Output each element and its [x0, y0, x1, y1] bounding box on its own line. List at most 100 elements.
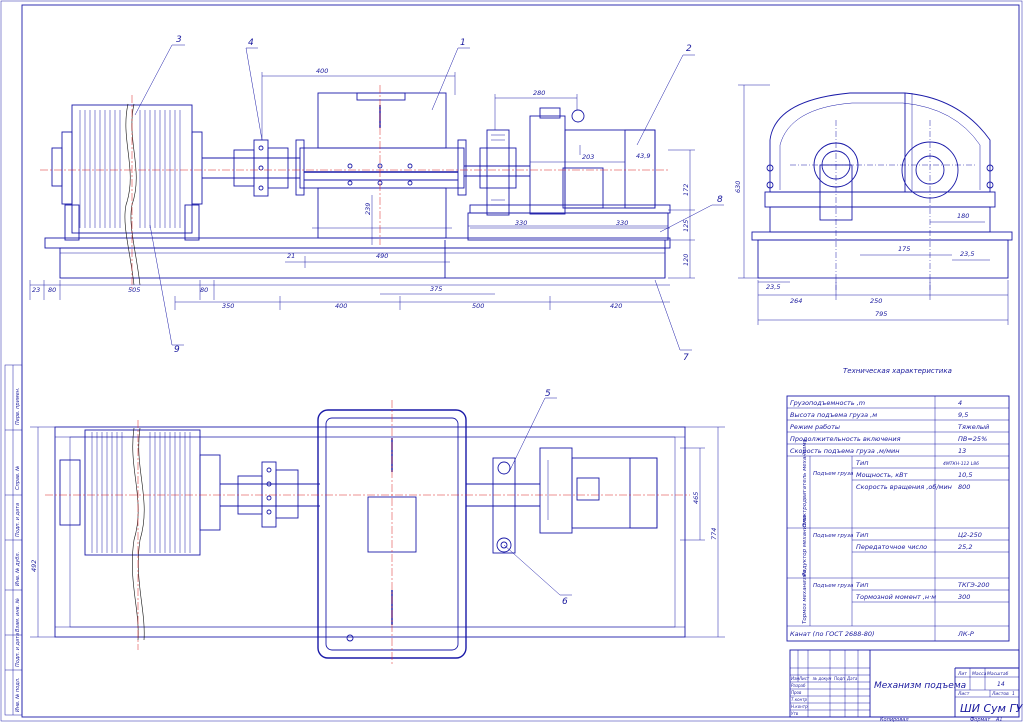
tb-role: Разраб: [791, 683, 806, 688]
sheet-label: Лист: [957, 691, 970, 697]
spec-group: Редуктор механизма: [802, 515, 808, 576]
callout-4: 4: [248, 38, 254, 48]
callout-3: 3: [176, 35, 182, 45]
sheet-code: 14: [997, 681, 1005, 688]
plan-view: 465 774 492 5 6: [30, 389, 725, 665]
spec-label: Мощность, кВт: [856, 471, 908, 479]
spec-group: Электродвигатель механизма: [802, 439, 808, 528]
stamp-label: Подп. и дата: [15, 633, 21, 667]
spec-label: Высота подъема груза ,м: [790, 411, 877, 419]
dim-label: 43,9: [636, 152, 650, 160]
spec-label: Тип: [856, 581, 868, 589]
spec-label: Скорость подъема груза ,м/мин: [790, 447, 900, 455]
spec-value: ПВ=25%: [958, 435, 987, 443]
dim-label: 80: [200, 286, 208, 294]
sheets-label: Листов: [991, 691, 1009, 697]
dim-label: 505: [128, 286, 140, 294]
spec-value: ТКГЭ-200: [958, 581, 990, 589]
stamp-label: Инв. № подл.: [15, 678, 21, 713]
callout-5: 5: [545, 389, 551, 399]
spec-sub: Подъем груза: [813, 583, 854, 589]
callout-1: 1: [460, 38, 466, 48]
spec-value: 800: [958, 483, 970, 491]
stamp-label: Взам. инв. №: [15, 598, 21, 632]
dim-label: 120: [682, 254, 690, 266]
format-label: Формат: [970, 717, 991, 723]
drum-winding: [79, 110, 181, 228]
spec-value: 9,5: [958, 411, 968, 419]
tb-row-label: Изм: [791, 676, 799, 681]
tb-row-label: Подп: [834, 676, 845, 681]
spec-sub: Подъем груза: [813, 533, 854, 539]
spec-value: Ц2-250: [958, 531, 982, 539]
dim-label: 465: [692, 492, 700, 504]
spec-value: 25,2: [958, 543, 972, 551]
margin-stamp: Перв. примен. Справ. № Подп. и дата Инв.…: [15, 387, 21, 712]
spec-label: Скорость вращения ,об/мин: [856, 483, 952, 491]
dim-label: 175: [898, 245, 910, 253]
motor-housing: [529, 115, 566, 215]
tb-row-label: Лист: [798, 676, 810, 681]
dim-label: 350: [222, 302, 234, 310]
spec-sub: Подъем груза: [813, 471, 854, 477]
format-value: А1: [995, 717, 1003, 723]
dim-label: 264: [790, 297, 802, 305]
spec-group: Тормоз механизма: [802, 569, 808, 624]
scale-label: Масштаб: [987, 671, 1009, 677]
gearbox-upper: [317, 92, 447, 149]
dim-label: 330: [616, 219, 628, 227]
dim-label: 80: [48, 286, 56, 294]
spec-label: Продолжительность включения: [790, 435, 901, 443]
dim-label: 492: [30, 560, 38, 572]
dim-label: 239: [364, 203, 372, 215]
dim-label: 400: [335, 302, 347, 310]
callout-9: 9: [174, 345, 180, 355]
dim-label: 21: [287, 252, 295, 260]
dim-label: 280: [533, 89, 545, 97]
mass-label: Масса: [972, 671, 987, 677]
sheets-value: 1: [1012, 691, 1015, 697]
organization: ШИ Сум ГУ: [960, 702, 1024, 715]
spec-value: 10,5: [958, 471, 972, 479]
dim-label: 630: [734, 181, 742, 193]
tb-role: Утв: [791, 711, 799, 716]
dim-label: 774: [710, 528, 718, 540]
callout-2: 2: [686, 44, 692, 54]
tb-role: Пров: [791, 690, 802, 695]
dim-label: 375: [430, 285, 442, 293]
callout-8: 8: [717, 195, 723, 205]
spec-label: Тип: [856, 459, 868, 467]
spec-label: Грузоподъемность ,m: [790, 399, 865, 407]
copied-label: Копировал: [880, 717, 909, 723]
stamp-label: Справ. №: [15, 466, 21, 490]
spec-value: 300: [958, 593, 970, 601]
dim-label: 203: [582, 153, 594, 161]
spec-value: 4МТКН-112 L86: [943, 461, 979, 467]
brake-body: [486, 129, 510, 216]
spec-value: 4: [958, 399, 962, 407]
dim-label: 23: [32, 286, 40, 294]
tb-role: Т.контр: [791, 697, 808, 702]
tb-row-label: Дата: [846, 676, 858, 681]
callout-7: 7: [683, 353, 689, 363]
spec-label: Передаточное число: [856, 543, 927, 551]
side-view: 630 180 175 23,5 23,5 264 250 795: [734, 84, 1013, 325]
front-view: 400 280 203 43,9 172 125 120 239 330 330…: [29, 35, 724, 363]
callout-6: 6: [562, 597, 568, 607]
dim-label: 23,5: [766, 283, 780, 291]
spec-label: Канат (по ГОСТ 2688-80): [790, 630, 875, 638]
spec-label: Тормозной момент ,н·м: [856, 593, 936, 601]
spec-value: 13: [958, 447, 966, 455]
title-block: Изм Лист № докум Подп Дата Разраб Пров Т…: [789, 649, 1024, 723]
stamp-label: Инв. № дубл.: [15, 552, 21, 586]
stamp-label: Подп. и дата: [15, 503, 21, 537]
drawing-title: Механизм подъема: [874, 681, 966, 691]
dim-label: 490: [376, 252, 388, 260]
dim-label: 795: [875, 310, 887, 318]
spec-heading: Техническая характеристика: [843, 367, 952, 375]
dim-label: 330: [515, 219, 527, 227]
lit-label: Лит: [957, 671, 967, 677]
stamp-label: Перв. примен.: [15, 387, 21, 425]
